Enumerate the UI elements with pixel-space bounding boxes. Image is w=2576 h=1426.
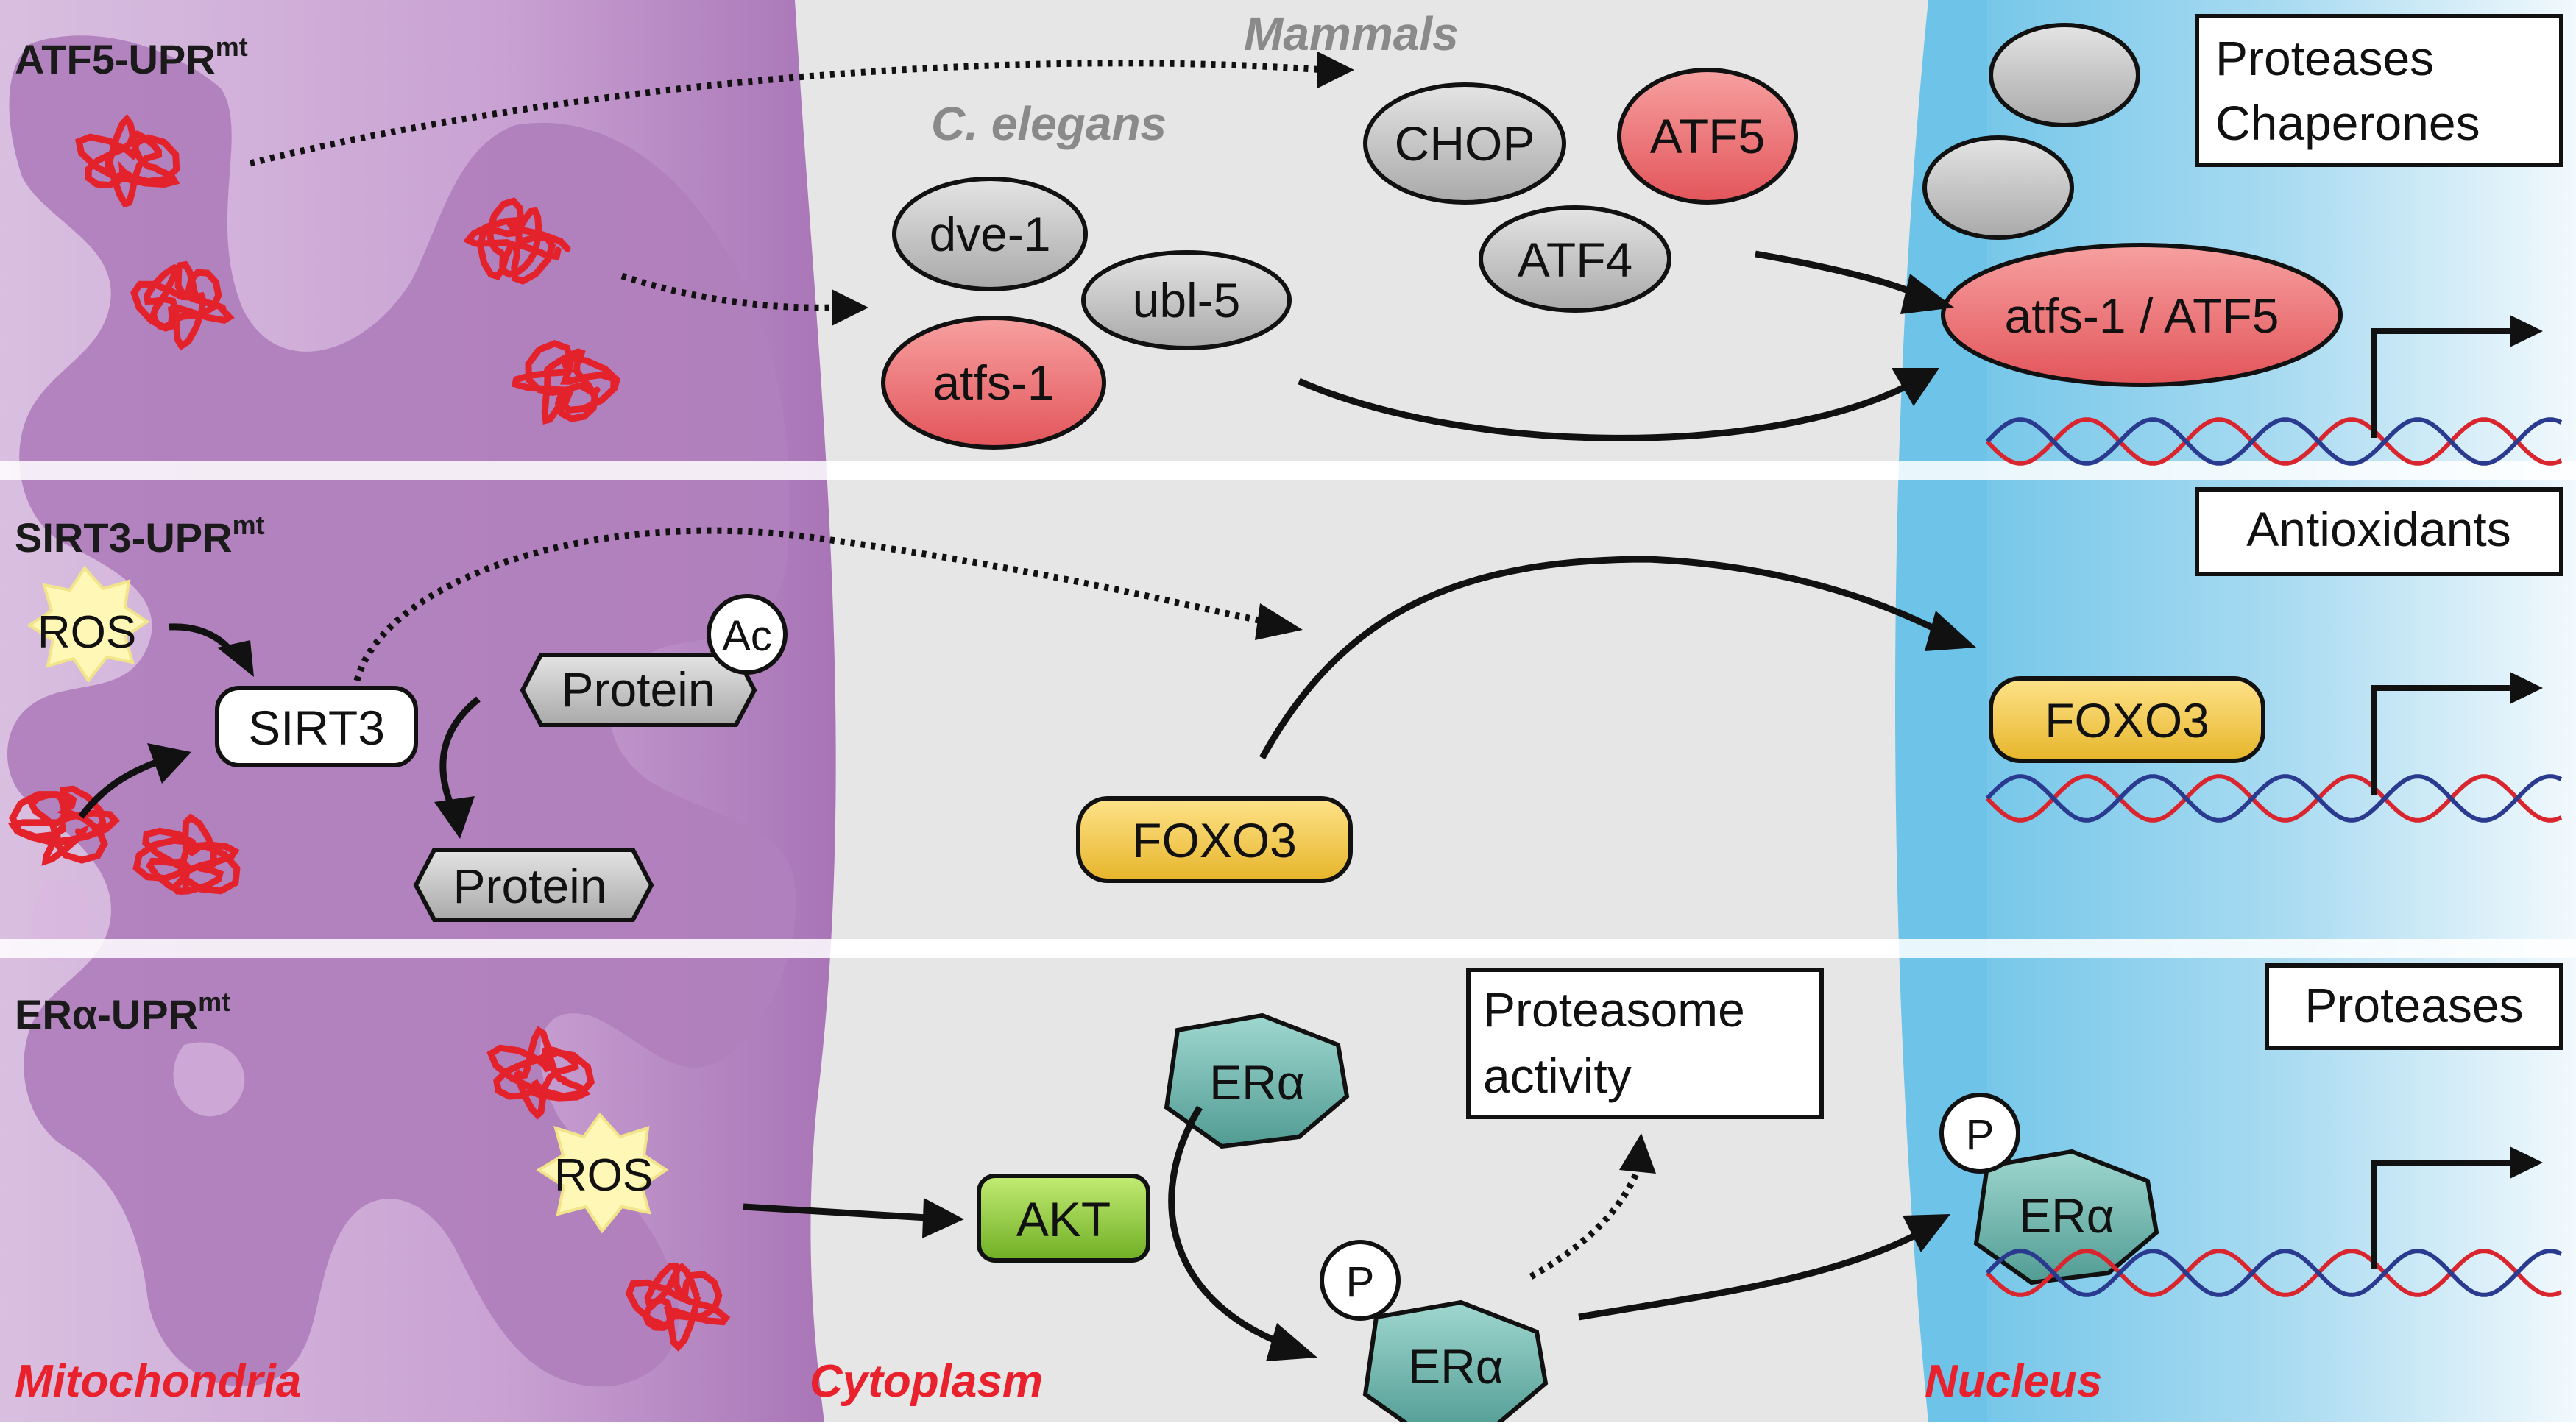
ros-burst-sirt3: ROS bbox=[26, 565, 150, 684]
atf4-node: ATF4 bbox=[1479, 205, 1671, 313]
protein-aggregate bbox=[130, 260, 235, 351]
arrow-aggregates-to-sirt3 bbox=[78, 758, 160, 819]
svg-text:atfs-1: atfs-1 bbox=[933, 355, 1054, 410]
svg-text:ERα: ERα bbox=[2019, 1188, 2115, 1243]
arrow-foxo3-to-nucleus bbox=[1259, 556, 1945, 760]
chaperone-protein-1 bbox=[1989, 23, 2140, 127]
svg-text:P: P bbox=[1346, 1258, 1375, 1306]
transcription-start-arrow bbox=[2371, 1160, 2513, 1269]
arrow-era-to-nucleus bbox=[1578, 1232, 1916, 1321]
chop-node: CHOP bbox=[1363, 82, 1566, 205]
svg-text:ATF4: ATF4 bbox=[1518, 233, 1632, 287]
transcription-arrow-head bbox=[2510, 1146, 2543, 1179]
svg-text:ERα: ERα bbox=[1408, 1339, 1504, 1394]
svg-text:Chaperones: Chaperones bbox=[2215, 96, 2480, 150]
svg-text:Protein: Protein bbox=[453, 859, 606, 913]
transcription-arrow-head bbox=[2510, 672, 2543, 704]
arrow-era-phosphorylation bbox=[1168, 1105, 1282, 1347]
chaperone-protein-2 bbox=[1922, 135, 2074, 240]
svg-text:ERα: ERα bbox=[1209, 1055, 1305, 1110]
atf5-pathway: Mammals C. elegans CHOP ATF5 ATF4 dve-1 … bbox=[249, 7, 2563, 450]
target-box-proteases-era: Proteases bbox=[2265, 963, 2563, 1050]
target-box-antioxidants: Antioxidants bbox=[2195, 487, 2563, 576]
panel-title-era: ERα-UPRmt bbox=[15, 987, 230, 1037]
transcription-start-arrow bbox=[2371, 328, 2513, 438]
acetylated-protein-node: Protein Ac bbox=[520, 594, 788, 727]
svg-text:Proteases: Proteases bbox=[2215, 31, 2434, 85]
sirt3-pathway: ROS SIRT3 Protein Ac Protein FOXO3 FOXO3… bbox=[26, 487, 2563, 922]
svg-text:FOXO3: FOXO3 bbox=[2045, 693, 2209, 748]
label-cytoplasm: Cytoplasm bbox=[810, 1356, 1043, 1407]
proteasome-activity-box: Proteasome activity bbox=[1466, 968, 1824, 1119]
svg-text:SIRT3: SIRT3 bbox=[248, 700, 385, 755]
arrow-ros-to-akt bbox=[743, 1203, 928, 1221]
svg-text:Ac: Ac bbox=[722, 612, 772, 660]
era-pathway: ROS AKT ERα ERα P Proteasome activity ER… bbox=[536, 963, 2563, 1426]
sirt3-node: SIRT3 bbox=[215, 686, 418, 767]
atfs1-atf5-nuclear-node: atfs-1 / ATF5 bbox=[1941, 243, 2343, 387]
protein-aggregate bbox=[511, 339, 620, 425]
protein-aggregate bbox=[132, 813, 241, 895]
protein-aggregate bbox=[8, 785, 120, 866]
dna-strand-red bbox=[1985, 774, 2563, 823]
label-nucleus: Nucleus bbox=[1925, 1356, 2102, 1407]
svg-text:ROS: ROS bbox=[38, 607, 136, 658]
phosphorylated-era-cytoplasm-node: ERα P bbox=[1320, 1240, 1549, 1426]
foxo3-cytoplasm-node: FOXO3 bbox=[1076, 796, 1353, 883]
svg-text:FOXO3: FOXO3 bbox=[1132, 813, 1297, 868]
svg-text:Protein: Protein bbox=[561, 662, 715, 717]
panel-title-atf5: ATF5-UPRmt bbox=[15, 32, 248, 82]
svg-text:activity: activity bbox=[1483, 1049, 1632, 1103]
svg-text:Proteases: Proteases bbox=[2304, 978, 2523, 1032]
arrow-atfs1-to-nucleus bbox=[1298, 377, 1908, 441]
dotted-arrow-to-mammals bbox=[249, 60, 1326, 167]
species-c-elegans-label: C. elegans bbox=[931, 97, 1167, 150]
svg-text:CHOP: CHOP bbox=[1395, 116, 1535, 171]
svg-text:ROS: ROS bbox=[554, 1150, 653, 1201]
svg-text:ubl-5: ubl-5 bbox=[1133, 273, 1241, 327]
ubl5-node: ubl-5 bbox=[1081, 250, 1292, 350]
dna-helices bbox=[1985, 315, 2563, 1297]
atfs1-node: atfs-1 bbox=[881, 316, 1106, 450]
species-mammals-label: Mammals bbox=[1244, 7, 1459, 60]
dna-strand-blue bbox=[1985, 417, 2563, 466]
era-cytoplasm-node: ERα bbox=[1164, 1012, 1350, 1149]
dotted-arrow-to-proteasome bbox=[1529, 1168, 1641, 1280]
dna-strand-red bbox=[1985, 1249, 2563, 1297]
panel-title-sirt3: SIRT3-UPRmt bbox=[15, 510, 265, 561]
svg-text:atfs-1 / ATF5: atfs-1 / ATF5 bbox=[2005, 288, 2279, 343]
protein-aggregate bbox=[486, 1026, 595, 1120]
foxo3-nucleus-node: FOXO3 bbox=[1989, 676, 2265, 763]
target-box-proteases-chaperones: Proteases Chaperones bbox=[2195, 14, 2563, 167]
svg-text:AKT: AKT bbox=[1016, 1192, 1111, 1246]
dotted-arrow-sirt3-to-foxo3 bbox=[353, 527, 1267, 682]
svg-text:Antioxidants: Antioxidants bbox=[2246, 502, 2511, 556]
transcription-arrow-head bbox=[2510, 315, 2543, 347]
svg-text:dve-1: dve-1 bbox=[929, 207, 1050, 261]
dna-strand-red bbox=[1985, 417, 2563, 466]
label-mitochondria: Mitochondria bbox=[15, 1356, 301, 1407]
akt-node: AKT bbox=[977, 1174, 1150, 1263]
arrow-deacetylation bbox=[439, 696, 481, 811]
protein-aggregate bbox=[625, 1263, 731, 1352]
dna-strand-blue bbox=[1985, 774, 2563, 823]
svg-text:P: P bbox=[1966, 1111, 1995, 1159]
svg-text:ATF5: ATF5 bbox=[1650, 109, 1765, 163]
arrow-atf4-to-nucleus bbox=[1755, 250, 1919, 298]
svg-text:Proteasome: Proteasome bbox=[1483, 982, 1745, 1037]
misfolded-protein-aggregates bbox=[8, 113, 731, 1352]
deacetylated-protein-node: Protein bbox=[413, 848, 654, 922]
dna-strand-blue bbox=[1985, 1249, 2563, 1297]
protein-aggregate bbox=[75, 113, 180, 208]
dotted-arrow-to-c-elegans bbox=[620, 272, 832, 311]
protein-aggregate bbox=[463, 197, 571, 285]
dve1-node: dve-1 bbox=[892, 177, 1088, 291]
transcription-start-arrow bbox=[2371, 685, 2513, 795]
ros-burst-era: ROS bbox=[536, 1112, 669, 1234]
atf5-node: ATF5 bbox=[1617, 68, 1798, 205]
